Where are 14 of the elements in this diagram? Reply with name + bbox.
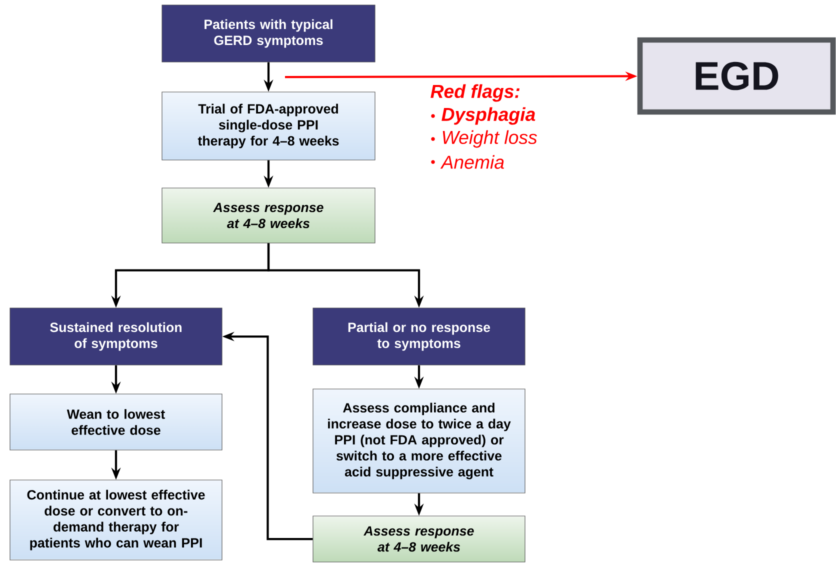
process-box: Sustained resolution of symptoms (10, 308, 222, 366)
process-box: Trial of FDA-approved single-dose PPI therapy for 4–8 weeks (162, 92, 376, 160)
assessment-box: Assess response at 4–8 weeks (162, 188, 376, 244)
list-item: Anemia (440, 155, 504, 169)
referral-box: EGD (637, 37, 836, 115)
process-box: Partial or no response to symptoms (312, 308, 526, 366)
list-item: Dysphagia (442, 107, 536, 125)
process-box: Assess compliance and increase dose to twice a day PPI (not FDA approved) or switch to a more effective acid suppressive agent (312, 388, 526, 494)
heading-text: Red flags: (430, 84, 520, 102)
assessment-box: Assess response at 4–8 weeks (312, 516, 526, 562)
process-box: Continue at lowest effective dose or convert to on-demand therapy for patients who can wean PPI (10, 480, 222, 560)
process-box: Wean to lowest effective dose (10, 394, 222, 450)
process-box: Patients with typical GERD symptoms (162, 4, 376, 62)
list-item: Weight loss (442, 130, 537, 148)
